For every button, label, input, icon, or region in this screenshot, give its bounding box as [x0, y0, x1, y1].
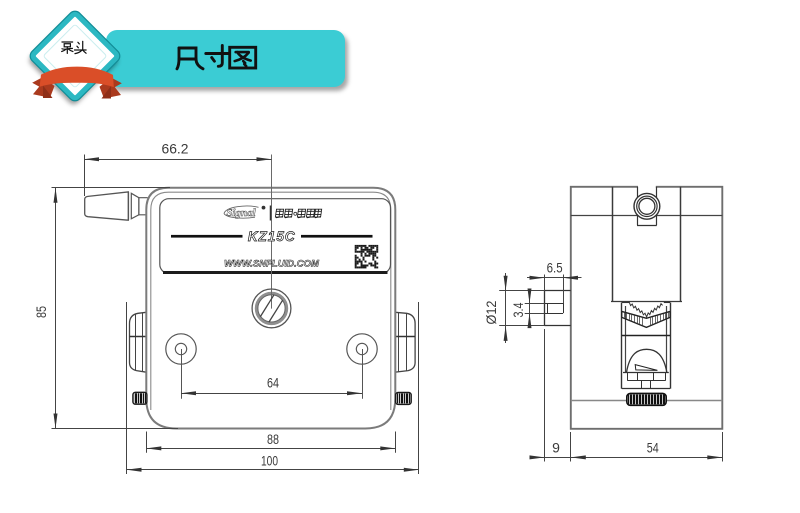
svg-text:100: 100 — [261, 452, 278, 468]
svg-text:85: 85 — [33, 306, 49, 318]
svg-text:Signal: Signal — [226, 207, 256, 219]
svg-text:KZ15C: KZ15C — [248, 229, 296, 244]
svg-text:54: 54 — [647, 439, 659, 455]
svg-text:6.5: 6.5 — [547, 260, 563, 276]
svg-text:64: 64 — [267, 375, 279, 391]
svg-text:WWW.SNFLUID.COM: WWW.SNFLUID.COM — [224, 259, 320, 270]
svg-text:9: 9 — [552, 439, 560, 455]
svg-text:66.2: 66.2 — [162, 141, 189, 157]
svg-text:Ø12: Ø12 — [483, 300, 499, 324]
svg-text:88: 88 — [267, 431, 279, 447]
svg-text:3.4: 3.4 — [510, 302, 526, 317]
